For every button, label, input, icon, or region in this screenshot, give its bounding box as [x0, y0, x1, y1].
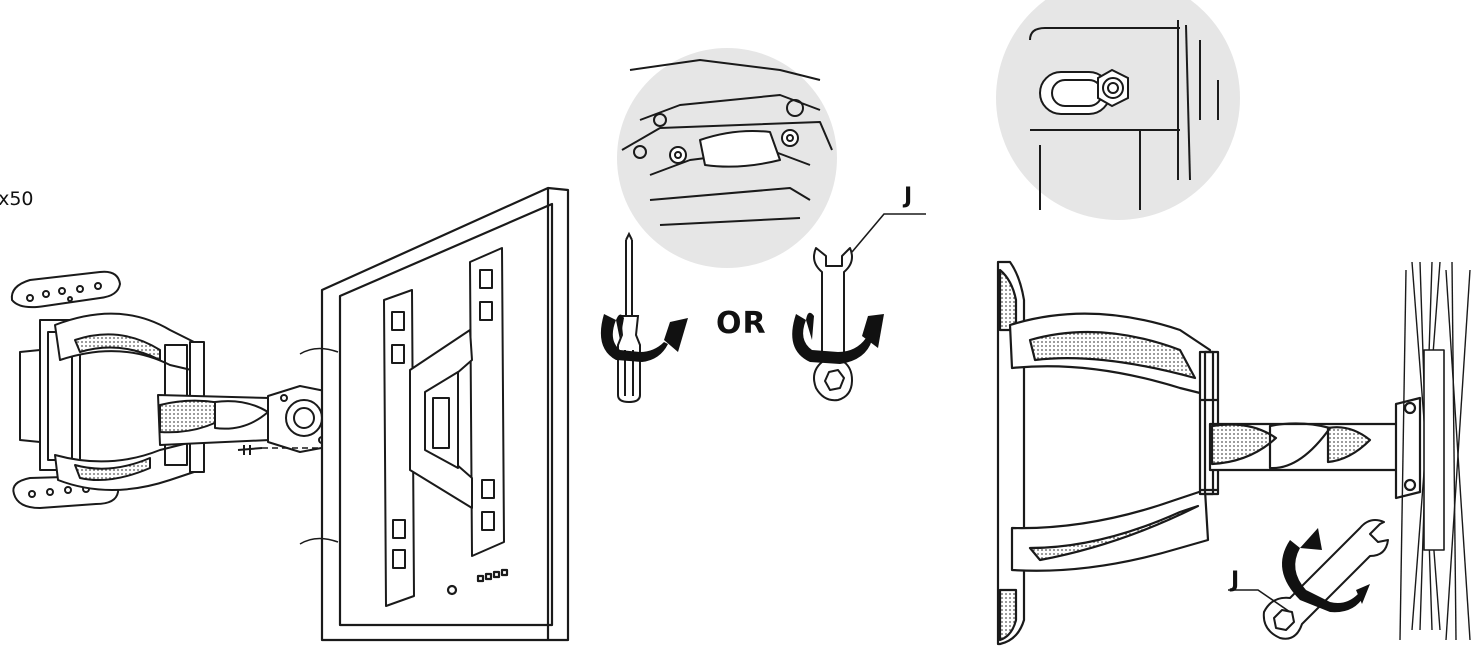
screw-size-label: 8x50 [0, 188, 34, 210]
wrench-icon [1262, 519, 1389, 640]
or-label: OR [716, 306, 767, 341]
detail-circle-bracket [617, 48, 837, 268]
vesa-plate [383, 247, 505, 607]
part-j-label-top: J [904, 184, 913, 209]
rotate-arrow-icon [792, 312, 884, 364]
j-leader-line [851, 213, 926, 253]
rotate-arrow-icon [600, 314, 688, 362]
part-j-label-bottom: J [1231, 568, 1240, 593]
right-mount-arm [996, 260, 1471, 646]
wrench-icon [813, 247, 853, 402]
j-leader-line [1228, 589, 1291, 613]
detail-circle-slot [996, 0, 1240, 220]
rotate-arrow-icon [1282, 528, 1370, 613]
left-mount-arm [10, 270, 333, 509]
